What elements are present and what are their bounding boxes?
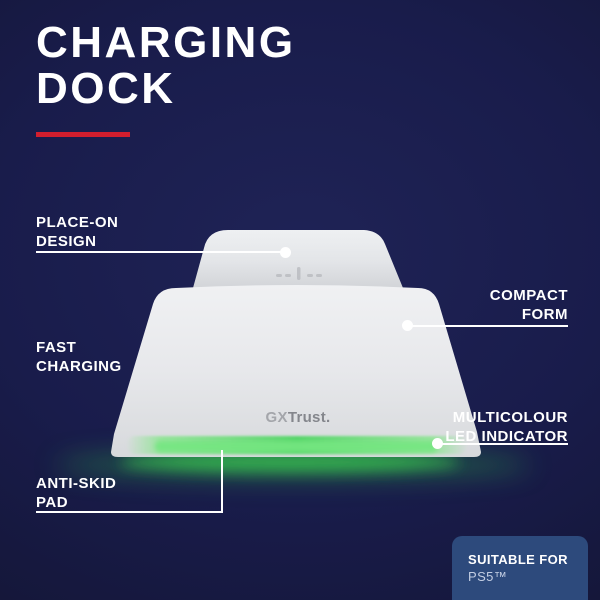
page-title: CHARGING DOCK <box>36 18 296 113</box>
callout-label-place-on-design: PLACE-ON DESIGN <box>36 214 119 250</box>
callout-line-place-on-design <box>36 251 282 253</box>
brand-logo-trust: Trust. <box>287 409 331 426</box>
callout-label-multicolour-led: MULTICOLOUR LED INDICATOR <box>445 409 568 445</box>
callout-line-multicolour-led <box>437 443 568 445</box>
title-accent-rule <box>36 132 130 137</box>
callout-dot-compact-form <box>402 320 413 331</box>
contact-pin-marks <box>276 267 322 280</box>
badge-ps5-text: PS5™ <box>468 569 508 584</box>
brand-logo-gx: GX <box>265 409 288 426</box>
badge-suitable-for-text: SUITABLE FOR <box>468 552 568 567</box>
callout-line-anti-skid-vertical <box>221 450 223 513</box>
dock-body <box>111 285 481 457</box>
callout-label-anti-skid-pad: ANTI-SKID PAD <box>36 475 117 511</box>
callout-line-compact-form <box>408 325 568 327</box>
callout-dot-place-on-design <box>280 247 291 258</box>
callout-label-compact-form: COMPACT FORM <box>489 287 568 323</box>
dock-saddle <box>193 230 403 288</box>
led-strip <box>126 436 468 454</box>
callout-line-anti-skid-horizontal <box>36 511 223 513</box>
callout-dot-multicolour-led <box>432 438 443 449</box>
callout-label-fast-charging: FAST CHARGING <box>36 339 122 375</box>
brand-logo: GXTrust. <box>252 409 344 426</box>
suitability-badge: SUITABLE FOR PS5™ <box>452 536 588 600</box>
